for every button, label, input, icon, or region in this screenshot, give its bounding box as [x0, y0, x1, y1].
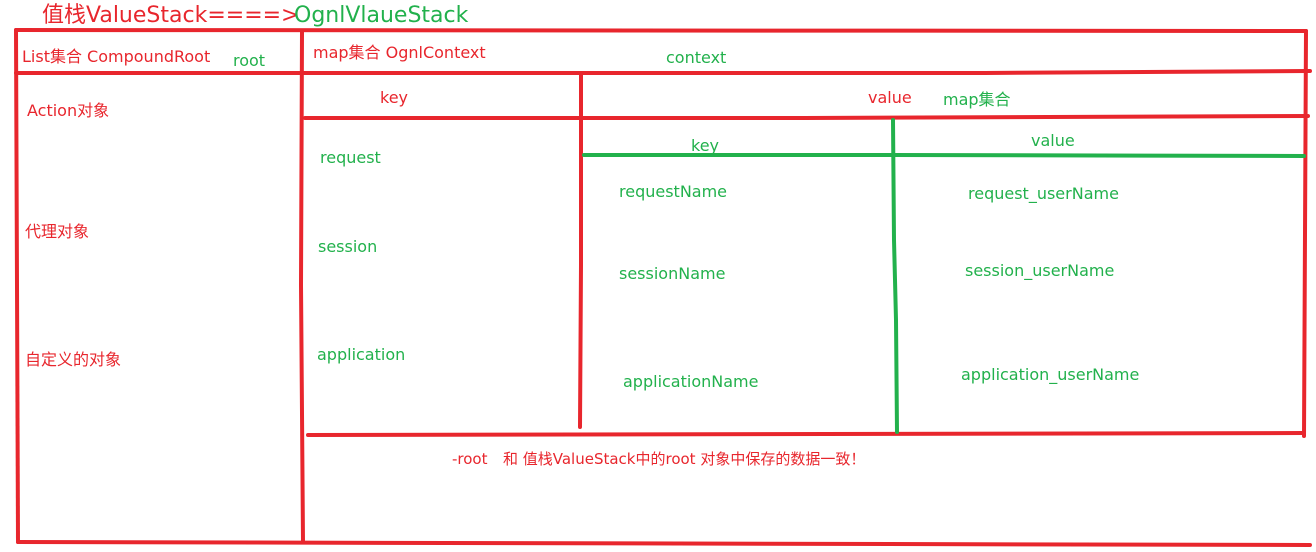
- inner-key-application: applicationName: [623, 372, 759, 391]
- context-label: context: [666, 48, 727, 67]
- note-text: 和 值栈ValueStack中的root 对象中保存的数据一致！: [503, 450, 866, 468]
- value-header: value: [868, 88, 912, 107]
- outer-box-left: [14, 28, 20, 544]
- inner-value-request: request_userName: [968, 184, 1119, 203]
- inner-value-session: session_userName: [965, 261, 1115, 280]
- inner-column-divider: [891, 118, 899, 434]
- note-separator: [306, 431, 1306, 437]
- inner-value-application: application_userName: [961, 365, 1140, 384]
- root-label: root: [233, 51, 266, 70]
- header-row-line: [14, 69, 1312, 75]
- scope-session: session: [318, 237, 378, 256]
- map-context-header: map集合 OgnlContext: [313, 43, 486, 62]
- inner-key-header: key: [691, 136, 720, 155]
- key-value-row-line-2: [803, 114, 1310, 120]
- key-header: key: [380, 88, 409, 107]
- title-part2: OgnlVlaueStack: [294, 3, 469, 28]
- list-collection-header: List集合 CompoundRoot: [22, 47, 211, 66]
- map-collection-label: map集合: [943, 90, 1011, 109]
- inner-header-line: [582, 153, 1306, 158]
- custom-object-label: 自定义的对象: [25, 350, 122, 369]
- action-object-label: Action对象: [27, 101, 110, 120]
- note-prefix: -root: [452, 450, 488, 468]
- scope-application: application: [317, 345, 406, 364]
- left-column-divider: [299, 30, 305, 544]
- inner-key-session: sessionName: [619, 264, 726, 283]
- inner-value-header: value: [1031, 131, 1075, 150]
- inner-key-request: requestName: [619, 182, 728, 201]
- title-part1: 值栈ValueStack====>: [42, 3, 300, 28]
- outer-box-right: [1302, 29, 1308, 438]
- key-column-divider: [578, 72, 583, 429]
- scope-request: request: [320, 148, 381, 167]
- proxy-object-label: 代理对象: [25, 222, 90, 241]
- outer-box-bottom: [16, 540, 1312, 547]
- outer-box-top: [14, 28, 1308, 33]
